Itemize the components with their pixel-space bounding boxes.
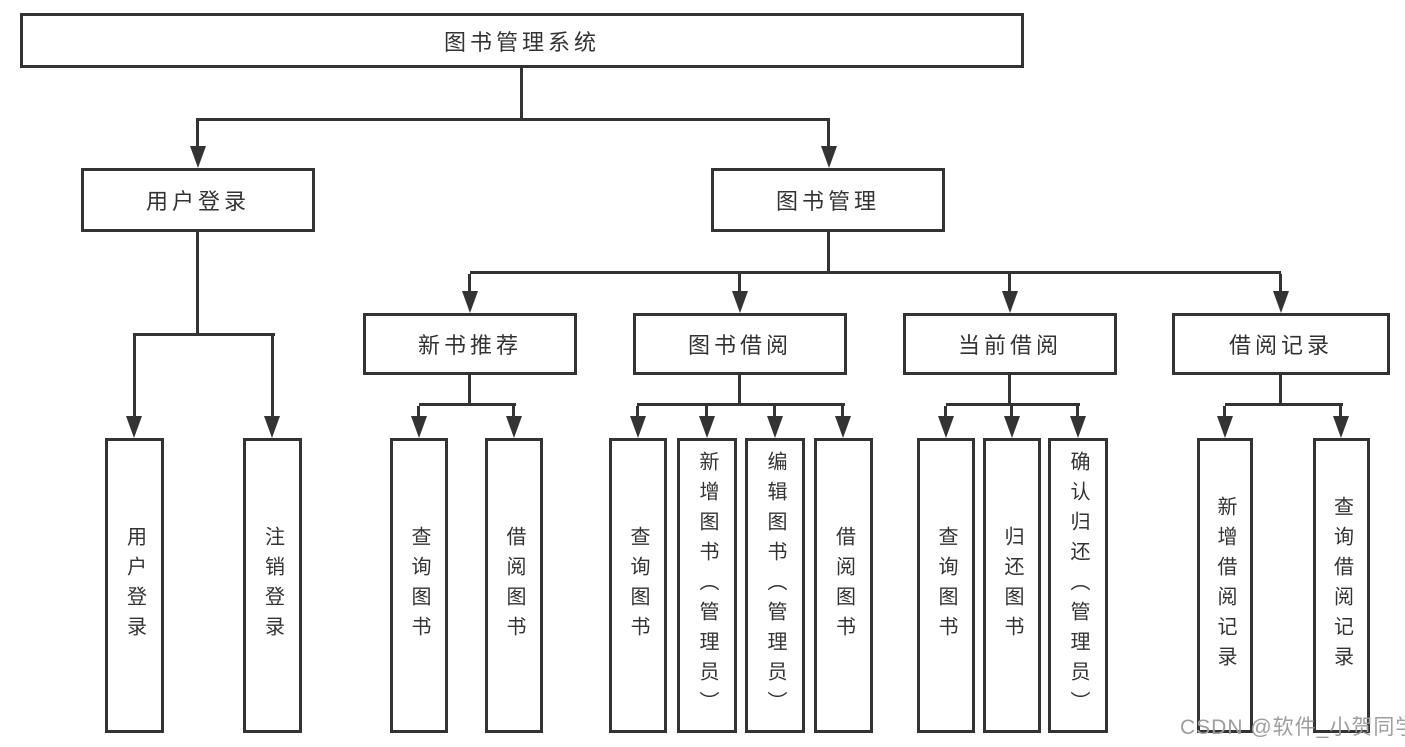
- arrow-down-icon: [1002, 291, 1018, 313]
- leaf-confirm-return-admin: 确认归还（管理员）: [1048, 438, 1108, 733]
- leaf-edit-books-admin: 编辑图书（管理员）: [745, 438, 805, 733]
- connector-leaf-shaft: [841, 406, 844, 418]
- node-borrowing-records: 借阅记录: [1172, 313, 1390, 375]
- connector-book-management-shaft: [827, 121, 830, 149]
- connector-leaf-shaft: [705, 406, 708, 418]
- arrow-down-icon: [767, 416, 783, 438]
- arrow-down-icon: [699, 416, 715, 438]
- arrow-down-icon: [821, 146, 837, 168]
- connector-book-borrowing-shaft: [738, 274, 741, 294]
- leaf-return-books: 归还图书: [983, 438, 1041, 733]
- arrow-down-icon: [264, 416, 280, 438]
- arrow-down-icon: [630, 416, 646, 438]
- arrow-down-icon: [1070, 416, 1086, 438]
- arrow-down-icon: [126, 416, 142, 438]
- connector-leaf-shaft: [1223, 406, 1226, 418]
- leaf-search-books: 查询图书: [390, 438, 448, 733]
- connector-user-login-rail: [133, 333, 275, 336]
- connector-leaf-shaft: [944, 406, 947, 418]
- arrow-down-icon: [732, 291, 748, 313]
- node-user-login: 用户登录: [81, 168, 315, 232]
- connector-borrowing-records-stem: [1279, 375, 1282, 405]
- leaf-user-login: 用户登录: [105, 438, 164, 733]
- connector-current-borrowing-shaft: [1008, 274, 1011, 294]
- arrow-down-icon: [462, 291, 478, 313]
- connector-leaf-shaft: [636, 406, 639, 418]
- arrow-down-icon: [1004, 416, 1020, 438]
- leaf-borrow-books: 借阅图书: [814, 438, 873, 733]
- leaf-logout: 注销登录: [243, 438, 302, 733]
- connector-level2-rail: [196, 118, 830, 121]
- leaf-search-books: 查询图书: [917, 438, 975, 733]
- arrow-down-icon: [411, 416, 427, 438]
- arrow-down-icon: [938, 416, 954, 438]
- connector-book-borrowing-stem: [738, 375, 741, 405]
- connector-leaf-shaft: [417, 406, 420, 418]
- leaf-search-books: 查询图书: [609, 438, 667, 733]
- node-current-borrowing: 当前借阅: [903, 313, 1117, 375]
- leaf-search-borrowing-record: 查询借阅记录: [1313, 438, 1370, 733]
- node-new-books: 新书推荐: [363, 313, 577, 375]
- leaf-add-books-admin: 新增图书（管理员）: [677, 438, 737, 733]
- leaf-borrow-books: 借阅图书: [485, 438, 543, 733]
- connector-root-stem: [520, 68, 523, 120]
- node-book-management: 图书管理: [711, 168, 945, 232]
- arrow-down-icon: [835, 416, 851, 438]
- arrow-down-icon: [190, 146, 206, 168]
- connector-leaf-shaft: [512, 406, 515, 418]
- arrow-down-icon: [506, 416, 522, 438]
- connector-book-management-stem: [827, 232, 830, 273]
- connector-leaf-shaft: [773, 406, 776, 418]
- connector-leaf-shaft: [271, 336, 274, 418]
- connector-leaf-shaft: [1339, 406, 1342, 418]
- node-book-borrowing: 图书借阅: [633, 313, 847, 375]
- connector-new-books-stem: [468, 375, 471, 405]
- connector-new-books-shaft: [468, 274, 471, 294]
- arrow-down-icon: [1333, 416, 1349, 438]
- connector-borrowing-records-shaft: [1279, 274, 1282, 294]
- node-library-management-system: 图书管理系统: [20, 13, 1024, 68]
- connector-user-login-shaft: [196, 121, 199, 149]
- leaf-add-borrowing-record: 新增借阅记录: [1197, 438, 1253, 733]
- connector-current-borrowing-stem: [1008, 375, 1011, 405]
- connector-leaf-shaft: [1076, 406, 1079, 418]
- connector-user-login-stem: [196, 232, 199, 335]
- connector-leaf-shaft: [1010, 406, 1013, 418]
- arrow-down-icon: [1217, 416, 1233, 438]
- watermark: CSDN @软件_小贺同学: [1180, 716, 1405, 739]
- connector-book-borrowing-rail: [637, 403, 845, 406]
- connector-new-books-rail: [419, 403, 516, 406]
- connector-borrowing-records-rail: [1225, 403, 1343, 406]
- arrow-down-icon: [1273, 291, 1289, 313]
- connector-leaf-shaft: [133, 336, 136, 418]
- connector-level3-rail: [470, 271, 1281, 274]
- connector-current-borrowing-rail: [946, 403, 1080, 406]
